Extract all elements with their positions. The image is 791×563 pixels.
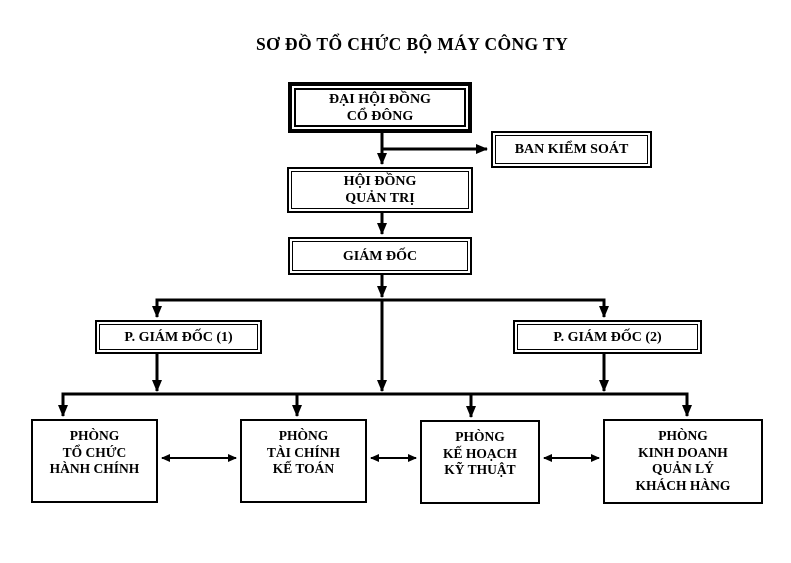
node-dept-finance-label: PHÒNG TÀI CHÍNH KẾ TOÁN: [266, 428, 341, 476]
node-deputy-director-1: P. GIÁM ĐỐC (1): [95, 320, 262, 354]
node-deputy-director-2: P. GIÁM ĐỐC (2): [513, 320, 702, 354]
tree-edges: [58, 133, 692, 418]
node-director-label: GIÁM ĐỐC: [342, 248, 418, 264]
node-deputy1-label: P. GIÁM ĐỐC (1): [124, 329, 233, 345]
node-dept-admin-organization: PHÒNG TỔ CHỨC HÀNH CHÍNH: [31, 419, 158, 503]
node-shareholders-meeting: ĐẠI HỘI ĐỒNG CỔ ĐÔNG: [288, 82, 472, 133]
node-dept-planning-label: PHÒNG KẾ HOẠCH KỸ THUẬT: [443, 429, 517, 477]
node-board-label: HỘI ĐỒNG QUẢN TRỊ: [343, 174, 417, 206]
node-dept-business-customer: PHÒNG KINH DOANH QUẢN LÝ KHÁCH HÀNG: [603, 419, 763, 504]
node-shareholders-label: ĐẠI HỘI ĐỒNG CỔ ĐÔNG: [329, 91, 431, 124]
chart-title: SƠ ĐỒ TỔ CHỨC BỘ MÁY CÔNG TY: [256, 34, 569, 54]
node-supervisory-board: BAN KIỂM SOÁT: [491, 131, 652, 168]
node-supervisory-label: BAN KIỂM SOÁT: [514, 142, 629, 157]
node-dept-admin-label: PHÒNG TỔ CHỨC HÀNH CHÍNH: [49, 428, 140, 476]
node-board-of-directors: HỘI ĐỒNG QUẢN TRỊ: [287, 167, 473, 213]
node-dept-business-label: PHÒNG KINH DOANH QUẢN LÝ KHÁCH HÀNG: [635, 428, 731, 493]
node-director: GIÁM ĐỐC: [288, 237, 472, 275]
node-deputy2-label: P. GIÁM ĐỐC (2): [553, 329, 662, 345]
node-dept-planning-technical: PHÒNG KẾ HOẠCH KỸ THUẬT: [420, 420, 540, 504]
node-dept-finance-accounting: PHÒNG TÀI CHÍNH KẾ TOÁN: [240, 419, 367, 503]
